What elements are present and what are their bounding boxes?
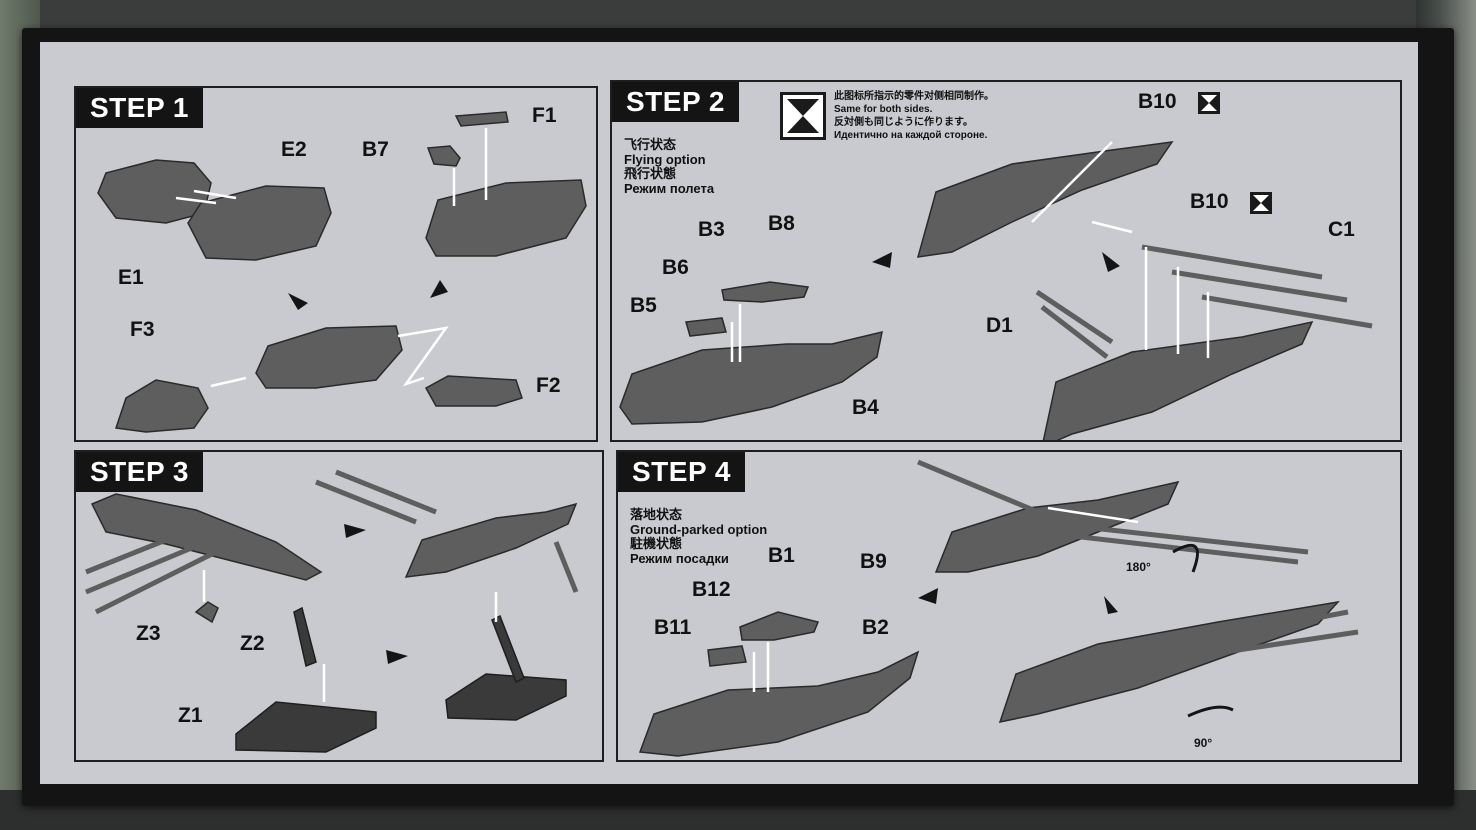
step4-caption: 落地状态 Ground-parked option 駐機状態 Режим пос… [630,507,768,566]
part-label-d1: D1 [986,314,1013,337]
symmetry-note: 此图标所指示的零件对侧相同制作。 Same for both sides. 反対… [834,90,994,142]
rotation-angle-180: 180° [1126,560,1151,574]
step3-panel: STEP 3 Z3 Z2 Z1 [74,450,604,762]
caption-ru: Режим полета [624,180,715,196]
part-label-b7: B7 [362,138,389,161]
note-ru: Идентично на каждой стороне. [834,130,988,141]
caption-ja: 飛行状態 [624,166,677,181]
symmetry-mark-small-icon [1250,192,1272,214]
part-label-z2: Z2 [240,632,265,655]
part-label-f2: F2 [536,374,561,397]
step2-caption: 飞行状态 Flying option 飛行状態 Режим полета [624,137,715,196]
part-label-b10-top: B10 [1138,90,1177,113]
part-label-b11: B11 [654,616,692,639]
part-label-b5: B5 [630,294,657,317]
caption-zh: 落地状态 [630,507,683,522]
part-label-b2: B2 [862,616,889,639]
caption-ru: Режим посадки [630,550,729,566]
instruction-box: STEP 1 E2 E1 F1 B7 F3 F2 [22,28,1454,806]
part-label-e1: E1 [118,266,144,289]
part-label-c1: C1 [1328,218,1355,241]
rotation-angle-90: 90° [1194,736,1213,750]
part-label-z1: Z1 [178,704,203,727]
step2-panel: STEP 2 飞行状态 Flying option 飛行状態 Режим пол… [610,80,1402,442]
caption-en: Flying option [624,151,706,167]
note-ja: 反対側も同じように作ります。 [834,117,973,128]
part-label-b10-mid: B10 [1190,190,1229,213]
step2-title: STEP 2 [612,82,739,122]
part-label-b3: B3 [698,218,725,241]
part-label-b9: B9 [860,550,887,573]
part-label-z3: Z3 [136,622,161,645]
part-label-e2: E2 [281,138,307,161]
part-label-f3: F3 [130,318,155,341]
step4-illustration [638,459,1359,757]
step3-illustration [85,469,579,753]
part-label-f1: F1 [532,104,557,127]
part-label-b8: B8 [768,212,795,235]
step1-panel: STEP 1 E2 E1 F1 B7 F3 F2 [74,86,598,442]
part-label-b6: B6 [662,256,689,279]
step4-panel: STEP 4 落地状态 Ground-parked option 駐機状態 Ре… [616,450,1402,762]
note-zh: 此图标所指示的零件对侧相同制作。 [834,91,994,102]
step1-title: STEP 1 [76,88,203,128]
instruction-sheet: STEP 1 E2 E1 F1 B7 F3 F2 [40,42,1418,784]
part-label-b1: B1 [768,544,795,567]
part-label-b4: B4 [852,396,879,419]
caption-zh: 飞行状态 [624,137,677,152]
step4-title: STEP 4 [618,452,745,492]
symmetry-mark-icon [780,92,826,140]
step2-illustration [619,141,1373,440]
caption-ja: 駐機状態 [630,536,683,551]
symmetry-mark-small-icon [1198,92,1220,114]
note-en: Same for both sides. [834,104,933,115]
caption-en: Ground-parked option [630,521,768,537]
step1-illustration [97,111,587,433]
step3-title: STEP 3 [76,452,203,492]
part-label-b12: B12 [692,578,731,601]
